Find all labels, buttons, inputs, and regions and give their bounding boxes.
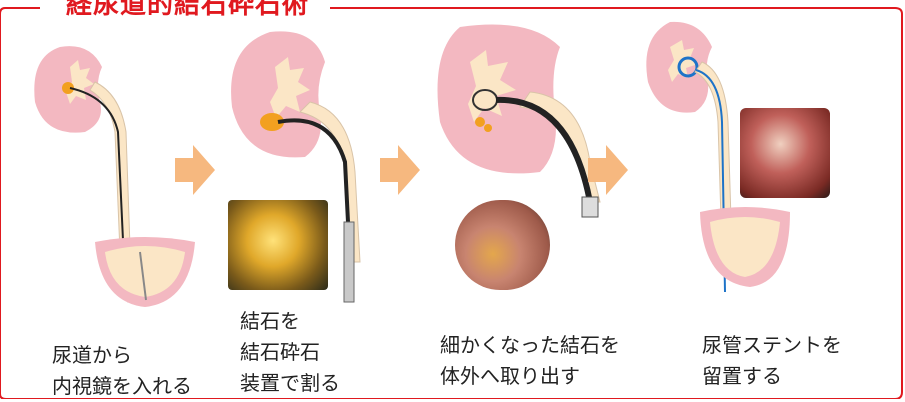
step-arrow-3 — [588, 140, 628, 200]
stent-photo — [740, 108, 830, 198]
step4-caption-line1: 尿管ステントを — [702, 330, 842, 361]
step2-caption-line1: 結石を — [240, 306, 340, 337]
step3-caption: 細かくなった結石を 体外へ取り出す — [440, 330, 620, 392]
step1-caption-line2: 内視鏡を入れる — [52, 371, 192, 402]
step4-caption-line2: 留置する — [702, 361, 842, 392]
step1-caption-line1: 尿道から — [52, 340, 192, 371]
basket-photo — [455, 200, 550, 290]
step-arrow-2 — [380, 140, 420, 200]
lithotripsy-photo — [228, 200, 328, 290]
step-arrow-1 — [175, 140, 215, 200]
step2-caption-line3: 装置で割る — [240, 368, 340, 399]
step2-caption-line2: 結石砕石 — [240, 337, 340, 368]
step4-caption: 尿管ステントを 留置する — [702, 330, 842, 392]
step3-caption-line1: 細かくなった結石を — [440, 330, 620, 361]
step1-caption: 尿道から 内視鏡を入れる — [52, 340, 192, 402]
step3-caption-line2: 体外へ取り出す — [440, 361, 620, 392]
step2-caption: 結石を 結石砕石 装置で割る — [240, 306, 340, 399]
